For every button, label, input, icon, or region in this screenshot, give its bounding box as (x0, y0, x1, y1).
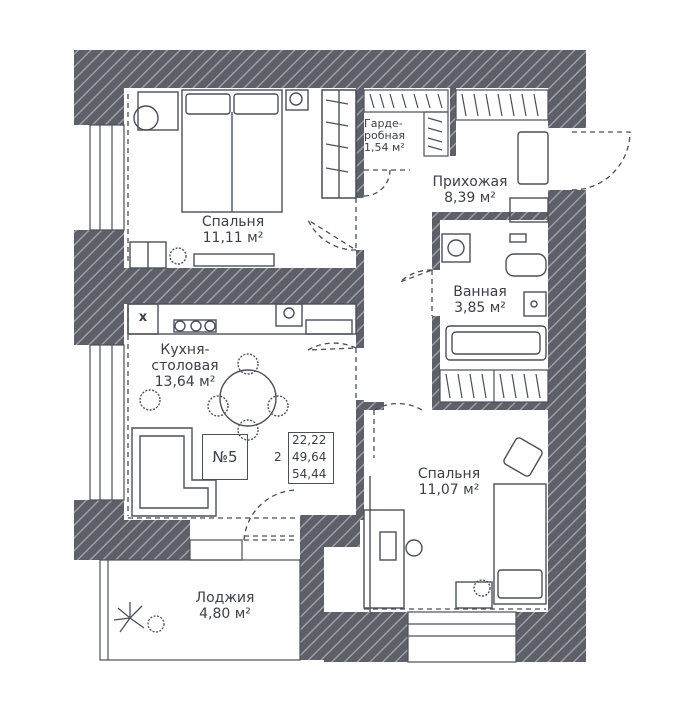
wall-kitchen-right-lower (356, 400, 364, 520)
wall-wardrobe-right (450, 88, 456, 156)
bedroom2-furniture (363, 437, 547, 612)
armchair (503, 437, 543, 477)
window-bedroom1 (89, 124, 125, 231)
room-name: Ванная (453, 284, 507, 300)
room-label-loggia: Лоджия 4,80 м² (180, 590, 270, 622)
door-entrance (571, 131, 631, 191)
stove-x-icon: x (138, 310, 148, 325)
nightstand-left (137, 91, 179, 131)
total-area-with-loggia: 54,44 (292, 467, 327, 481)
apartment-summary: 2 22,22 49,64 54,44 (272, 432, 336, 484)
room-area: 1,54 м² (364, 141, 405, 154)
room-area: 13,64 м² (154, 374, 216, 390)
plant-icon (169, 247, 187, 265)
wall-right-lower (548, 190, 586, 662)
room-name: Лоджия (195, 590, 255, 606)
wall-top (74, 50, 586, 88)
wall-right-upper (548, 50, 586, 128)
plant-icon (139, 389, 161, 411)
wall-left-upper (74, 230, 124, 345)
door-kitchen (307, 342, 357, 400)
loggia (99, 559, 301, 661)
storage-row (439, 369, 549, 403)
nightstand-right (285, 89, 309, 111)
room-label-wardrobe: Гарде- робная 1,54 м² (364, 118, 422, 154)
plant-icon (473, 579, 491, 597)
room-area: 4,80 м² (199, 606, 251, 622)
dining-table (219, 369, 277, 427)
room-label-bedroom2: Спальня 11,07 м² (404, 466, 494, 498)
wall-bedroom2-top (364, 402, 384, 410)
window-bedroom2 (407, 611, 517, 663)
door-bathroom (399, 269, 433, 316)
rooms-count: 2 (274, 450, 282, 464)
door-bedroom1 (306, 198, 357, 251)
room-area: 11,11 м² (202, 230, 264, 246)
wall-kitchen-right (356, 304, 364, 348)
wall-bedroom1-right-lower (356, 250, 364, 304)
room-name: Кухня- столовая (151, 342, 219, 374)
washing-machine-icon (441, 233, 471, 263)
desk (363, 509, 405, 609)
wall-bathroom-left-lower (432, 316, 440, 406)
entrance-door-frame (570, 128, 586, 190)
sink-icon (523, 291, 547, 317)
room-name: Спальня (201, 214, 265, 230)
fridge (305, 319, 353, 335)
bedroom1-furniture (129, 89, 357, 269)
toilet-icon (505, 253, 547, 277)
windows (89, 124, 586, 663)
wall-bottom-left (74, 520, 190, 560)
wall-interior-horizontal (124, 268, 364, 304)
towel-rack (509, 233, 527, 243)
wall-bathroom-bottom (432, 402, 548, 410)
room-name: Прихожая (432, 174, 508, 190)
kitchen-furniture (127, 303, 357, 517)
desk-chair (405, 539, 423, 557)
door-wardrobe (363, 169, 410, 197)
kitchen-counter (127, 303, 357, 335)
room-label-kitchen: Кухня- столовая 13,64 м² (140, 342, 230, 390)
shoe-cabinet (509, 197, 549, 223)
wall-bedroom1-right (356, 88, 364, 198)
corner-sofa (131, 427, 217, 517)
wall-top-left (74, 50, 124, 125)
door-bedroom2 (373, 403, 423, 458)
wardrobe-racks (321, 89, 549, 199)
room-name: Спальня (417, 466, 481, 482)
stove (127, 303, 159, 335)
room-label-bedroom1: Спальня 11,11 м² (188, 214, 278, 246)
doors (127, 94, 631, 610)
hall-furniture (509, 131, 549, 223)
room-area: 8,39 м² (444, 190, 496, 206)
room-area: 11,07 м² (418, 482, 480, 498)
wall-loggia-corner (300, 515, 360, 547)
plant-icon (113, 602, 145, 633)
tv-bench (193, 253, 275, 267)
room-label-bathroom: Ванная 3,85 м² (440, 284, 520, 316)
bathroom-fixtures (441, 233, 547, 361)
window-kitchen (89, 344, 125, 501)
total-area: 49,64 (292, 450, 327, 464)
single-bed (493, 483, 547, 605)
nightstand-bedroom2 (455, 581, 493, 609)
apartment-number: №5 (202, 434, 248, 480)
room-area: 3,85 м² (454, 300, 506, 316)
window-loggia-door (189, 539, 243, 561)
bathtub-icon (445, 325, 547, 361)
kitchen-sink (275, 303, 303, 327)
room-label-hall: Прихожая 8,39 м² (420, 174, 520, 206)
hall-bench (517, 131, 549, 185)
loggia-plants (113, 602, 165, 633)
wall-bathroom-top (432, 212, 548, 220)
living-area: 22,22 (292, 433, 327, 447)
chair (133, 105, 159, 131)
room-name: Гарде- робная (364, 117, 406, 142)
wall-bathroom-left (432, 220, 440, 270)
door-loggia (243, 489, 298, 541)
plant-icon (147, 615, 165, 633)
